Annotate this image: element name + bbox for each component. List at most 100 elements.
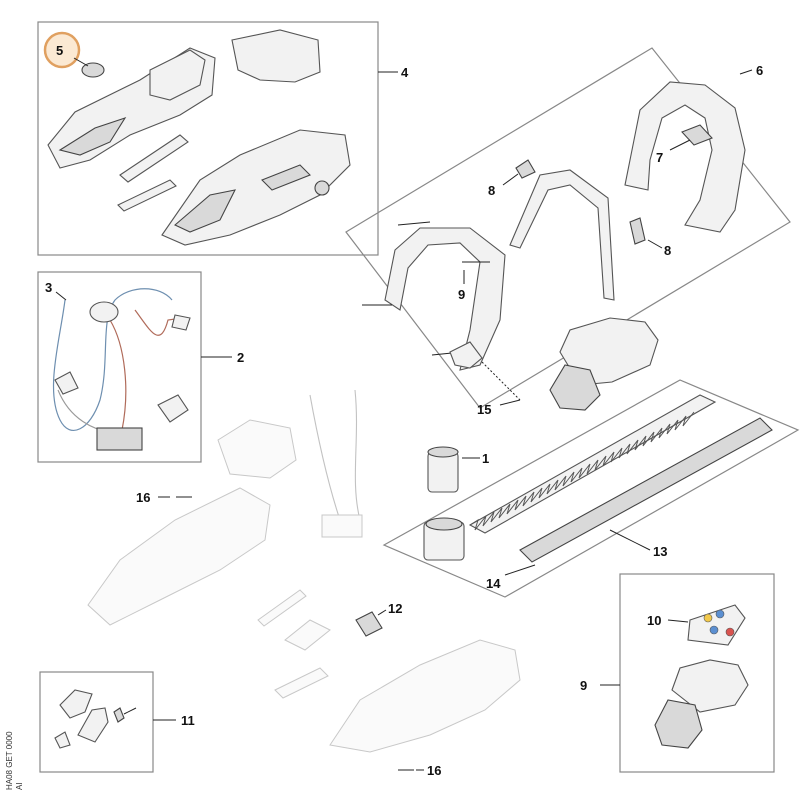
front-handle-loop: [624, 81, 746, 233]
housing-grip-recess: [58, 116, 127, 156]
front-handle-group: 6 7 8 8 9 15: [345, 47, 791, 417]
hand-guard-plate: [384, 227, 506, 371]
clamp-upper: [515, 159, 536, 179]
leader-13: [377, 609, 387, 616]
callout-14: 13: [653, 544, 667, 559]
cover-cap: [81, 62, 105, 78]
callout-8a: 8: [488, 183, 495, 198]
callout-1: 1: [482, 451, 489, 466]
cover-strip-1: [119, 134, 189, 183]
spring: [113, 707, 125, 723]
blade-group: 13 14: [382, 379, 800, 598]
leader-3: [55, 291, 67, 301]
warning-label: [687, 604, 746, 646]
blade-guard-cover: [549, 317, 659, 411]
switch-module: [89, 301, 119, 323]
switch-lever-2: [77, 707, 109, 743]
faint-harness: [309, 389, 361, 521]
info-icon-blue-2: [709, 625, 719, 635]
wire-red: [109, 309, 183, 431]
accessory-group: 10 9: [580, 573, 775, 773]
clamp-lower: [629, 217, 646, 245]
guard-cover: [671, 659, 749, 713]
blade-group-frame: [382, 379, 800, 598]
callout-7: 7: [656, 150, 663, 165]
prohibit-icon-red: [725, 627, 735, 637]
callout-13: 12: [388, 601, 402, 616]
highlight-ring-5: [43, 31, 81, 69]
faint-housing-lower: [329, 639, 521, 753]
guard-socket: [654, 699, 703, 749]
plug-top: [171, 314, 191, 331]
blade-teeth: [469, 411, 695, 531]
callout-5: 5: [56, 43, 63, 58]
callout-2: 2: [237, 350, 244, 365]
housing-group-frame: [37, 21, 379, 256]
housing-brand-plate: [261, 164, 311, 191]
motor-top: [427, 446, 459, 458]
leader-screw-16: [481, 361, 521, 401]
blade-sheath: [519, 417, 773, 563]
cover-strip-2: [117, 179, 177, 212]
connector-left: [54, 371, 79, 395]
cable-harness-frame: [37, 271, 202, 463]
callout-15: 14: [486, 576, 501, 591]
faint-clip: [284, 619, 331, 651]
lock-clip: [54, 731, 71, 749]
faint-strip-2: [274, 667, 329, 699]
cable-harness-group: 3 2: [37, 271, 244, 463]
callout-4: 4: [401, 65, 409, 80]
leader-8a: [502, 173, 519, 186]
brush-holder: [355, 611, 383, 637]
leader-11: [667, 619, 689, 623]
callout-6: 6: [756, 63, 763, 78]
faint-strip-1: [257, 589, 307, 627]
connector-right: [157, 394, 189, 423]
guard-foot: [449, 341, 483, 369]
pin: [123, 707, 137, 715]
hand-guard-bow: [509, 169, 615, 301]
callout-9: 9: [458, 287, 465, 302]
faint-terminal: [321, 514, 363, 538]
leader-7: [669, 139, 691, 151]
motor-body: [427, 451, 459, 493]
motor-group: 1: [427, 446, 489, 493]
callout-16b: 16: [136, 490, 150, 505]
callout-8b: 8: [664, 243, 671, 258]
callout-3: 3: [45, 280, 52, 295]
callout-16c: 16: [427, 763, 441, 778]
housing-upper-rib: [149, 49, 206, 101]
switch-parts-frame: [39, 671, 154, 773]
faint-switch-cover: [217, 419, 297, 479]
wire-blue: [52, 288, 173, 431]
leader-16a: [499, 399, 521, 406]
cutting-blade: [468, 394, 717, 534]
callout-11: 10: [647, 613, 661, 628]
drawing-code: HA08 GET 0000: [5, 731, 14, 790]
gearbox-top: [425, 517, 463, 531]
leader-5: [73, 57, 89, 67]
callout-16a: 15: [477, 402, 491, 417]
assembled-overview: 12 16 16: [87, 389, 521, 778]
terminal-block: [96, 427, 143, 451]
housing-wheel: [314, 180, 330, 196]
switch-cover: [231, 29, 321, 83]
faint-housing-upper: [87, 487, 271, 626]
front-handle-group-frame: [345, 47, 791, 409]
switch-parts-group: 11: [39, 671, 195, 773]
info-icon-blue: [715, 609, 725, 619]
housing-lower-grip: [173, 189, 236, 233]
leader-6: [739, 69, 753, 75]
callout-12: 11: [181, 713, 195, 728]
switch-lever-1: [59, 689, 93, 719]
accessory-group-frame: [619, 573, 775, 773]
drawing-code-suffix: AI: [15, 782, 24, 790]
leader-15: [504, 564, 536, 576]
callout-10: 9: [580, 678, 587, 693]
leader-8b: [647, 239, 663, 249]
blade-guard-socket: [549, 364, 601, 411]
leader-14: [609, 529, 651, 551]
housing-group: 5 4: [37, 21, 409, 256]
warning-icon-yellow: [703, 613, 713, 623]
